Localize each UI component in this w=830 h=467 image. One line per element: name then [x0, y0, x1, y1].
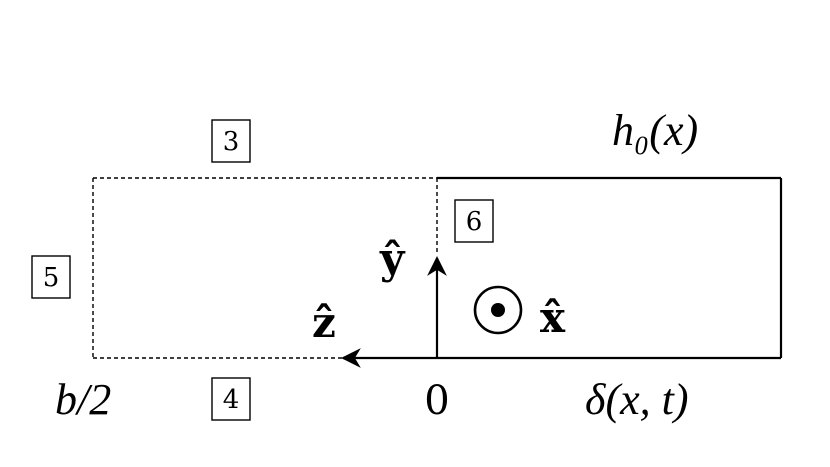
boundary-label-4: 4	[211, 377, 251, 421]
y-hat-label: ŷ	[379, 234, 406, 283]
boundary-label-3: 3	[211, 119, 251, 163]
dashed-region	[92, 177, 438, 359]
svg-text:4: 4	[223, 385, 240, 415]
delta-label: δ(x, t)	[585, 375, 689, 424]
svg-text:6: 6	[466, 207, 483, 237]
b-half-label: b/2	[55, 375, 111, 424]
x-out-of-page-icon	[473, 285, 523, 335]
solid-region	[437, 176, 783, 360]
svg-text:5: 5	[43, 263, 60, 293]
h0-label: h₀(x)	[612, 106, 698, 155]
boundary-label-6: 6	[454, 199, 494, 243]
svg-text:3: 3	[223, 127, 240, 157]
origin-label: 0	[424, 378, 449, 424]
x-hat-label: x̂	[540, 293, 566, 342]
boundary-label-5: 5	[31, 255, 71, 299]
z-hat-label: ẑ	[312, 298, 336, 347]
